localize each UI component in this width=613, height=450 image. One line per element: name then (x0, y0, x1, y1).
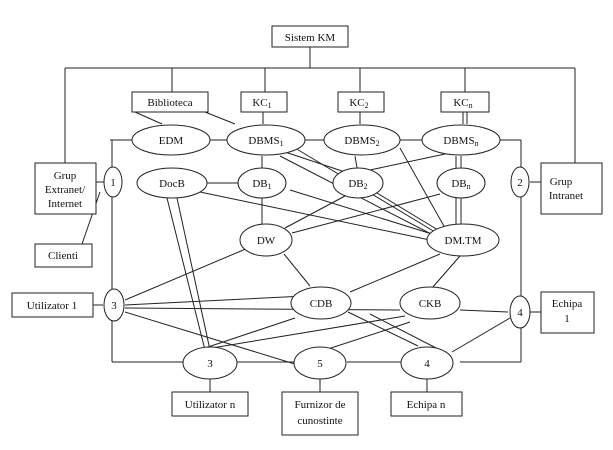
echipa-1-line-1: Echipa (552, 298, 583, 310)
cdb-label: CDB (310, 298, 333, 310)
grup-extranet-line-1: Grup (54, 170, 77, 182)
dbn-label: DBn (451, 178, 470, 191)
node-furnizor: Furnizor de cunostinte (281, 391, 359, 436)
node-db1: DB1 (237, 167, 287, 199)
node-biblioteca: Biblioteca (131, 91, 209, 113)
node-edm: EDM (131, 124, 211, 156)
kcn-label: KCn (453, 97, 472, 110)
node-dbn: DBn (436, 167, 486, 199)
db2-label: DB2 (348, 178, 367, 191)
node-grup-intranet: Grup Intranet (540, 162, 603, 215)
furnizor-line-1: Furnizor de (294, 399, 345, 411)
number-bottom-5-label: 5 (317, 358, 323, 370)
node-utilizator-1: Utilizator 1 (11, 292, 94, 318)
node-clienti: Clienti (34, 243, 93, 268)
number-right-2-label: 2 (517, 177, 523, 189)
node-kc2: KC2 (337, 91, 385, 113)
docb-label: DocB (159, 178, 185, 190)
number-bottom-3-label: 3 (207, 358, 213, 370)
node-kc1: KC1 (240, 91, 288, 113)
node-sistem-km: Sistem KM (271, 25, 349, 48)
node-number-bottom-4: 4 (400, 346, 454, 380)
number-left-1-label: 1 (110, 177, 116, 189)
dbmsn-label: DBMSn (443, 135, 478, 148)
grup-extranet-line-3: Internet (48, 198, 82, 210)
node-dbms1: DBMS1 (226, 124, 306, 156)
node-kcn: KCn (440, 91, 490, 113)
number-left-3-label: 3 (111, 300, 117, 312)
ckb-label: CKB (419, 298, 442, 310)
dbms2-label: DBMS2 (344, 135, 379, 148)
node-dw: DW (239, 223, 293, 257)
node-echipa-1: Echipa 1 (540, 291, 595, 334)
node-number-bottom-3: 3 (182, 346, 238, 380)
utilizator-n-label: Utilizator n (185, 399, 236, 411)
echipa-n-label: Echipa n (407, 399, 446, 411)
clienti-label: Clienti (48, 250, 78, 262)
node-cdb: CDB (290, 286, 352, 320)
node-docb: DocB (136, 167, 208, 199)
node-ckb: CKB (399, 286, 461, 320)
node-dmtm: DM.TM (426, 223, 500, 257)
edm-label: EDM (159, 135, 184, 147)
node-number-bottom-5: 5 (293, 346, 347, 380)
node-number-right-4: 4 (509, 295, 531, 329)
node-number-left-1: 1 (103, 166, 123, 198)
grup-intranet-line-1: Grup (550, 176, 573, 188)
number-right-4-label: 4 (517, 307, 523, 319)
furnizor-line-2: cunostinte (297, 415, 342, 427)
node-db2: DB2 (332, 167, 384, 199)
db1-label: DB1 (252, 178, 271, 191)
echipa-1-line-2: 1 (564, 313, 570, 325)
sistem-km-label: Sistem KM (285, 32, 336, 44)
dmtm-label: DM.TM (445, 235, 482, 247)
node-dbms2: DBMS2 (323, 124, 401, 156)
utilizator-1-label: Utilizator 1 (27, 300, 77, 312)
grup-intranet-line-2: Intranet (549, 190, 583, 202)
grup-extranet-line-2: Extranet/ (45, 184, 86, 196)
biblioteca-label: Biblioteca (147, 97, 192, 109)
connection-lines (64, 47, 576, 392)
node-grup-extranet: Grup Extranet/ Internet (34, 162, 97, 215)
number-bottom-4-label: 4 (424, 358, 430, 370)
node-echipa-n: Echipa n (390, 391, 463, 417)
kc2-label: KC2 (349, 97, 368, 110)
node-dbmsn: DBMSn (421, 124, 501, 156)
node-utilizator-n: Utilizator n (171, 391, 249, 417)
node-number-right-2: 2 (510, 166, 530, 198)
node-number-left-3: 3 (103, 288, 125, 322)
dw-label: DW (257, 235, 276, 247)
dbms1-label: DBMS1 (248, 135, 283, 148)
kc1-label: KC1 (252, 97, 271, 110)
